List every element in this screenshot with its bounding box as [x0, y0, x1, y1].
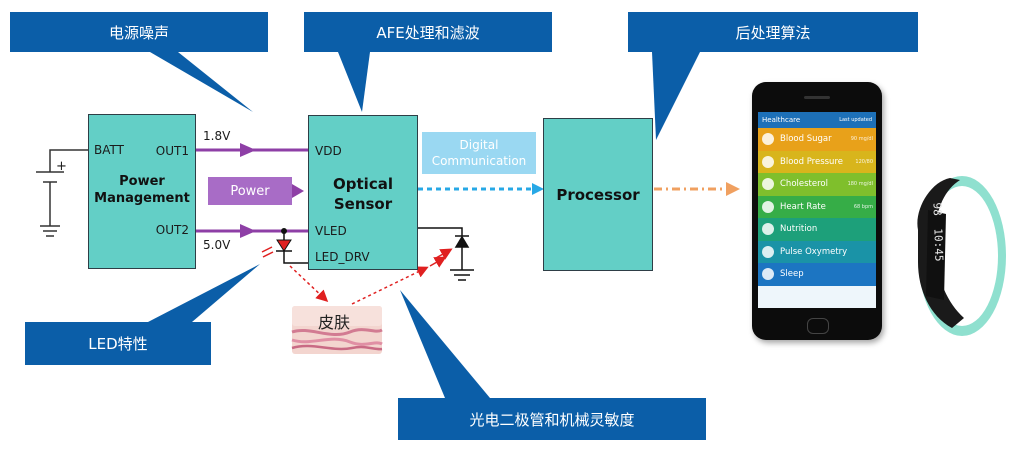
health-item-label: Pulse Oxymetry: [780, 246, 848, 257]
app-header-right: Last updated: [839, 117, 872, 123]
power-tag-arrow: [292, 184, 304, 198]
callout-led: LED特性: [25, 322, 211, 365]
callout-pointer-photodiode: [400, 290, 490, 398]
power-management-title: Power Management: [94, 174, 190, 206]
battery-symbol: [36, 149, 88, 237]
callout-photodiode: 光电二极管和机械灵敏度: [398, 398, 706, 440]
pin-out1: OUT1: [155, 144, 189, 158]
health-row[interactable]: Blood Sugar 90 mg/dl: [758, 128, 876, 151]
phone-screen: Healthcare Last updated Blood Sugar 90 mg…: [758, 112, 876, 308]
app-title: Healthcare: [762, 116, 801, 124]
optical-sensor-block: VDD Optical Sensor VLED LED_DRV: [308, 115, 418, 270]
callout-post-processing: 后处理算法: [628, 12, 918, 52]
led-symbol: [261, 228, 310, 264]
pin-out2: OUT2: [155, 223, 189, 237]
health-item-value: 68 bpm: [853, 203, 873, 210]
health-row[interactable]: Sleep: [758, 263, 876, 286]
callout-pointer-post: [652, 52, 700, 140]
battery-plus-sign: +: [56, 159, 67, 174]
health-item-label: Heart Rate: [780, 201, 826, 212]
callout-power-noise: 电源噪声: [10, 12, 268, 52]
smartphone: Healthcare Last updated Blood Sugar 90 mg…: [752, 82, 882, 340]
callout-pointer-led: [148, 264, 260, 322]
optical-sensor-title: Optical Sensor: [333, 175, 393, 213]
health-row[interactable]: Blood Pressure 120/80: [758, 150, 876, 173]
health-row[interactable]: Cholesterol 180 mg/dl: [758, 173, 876, 196]
app-header: Healthcare Last updated: [758, 112, 876, 128]
callout-pointer-power-noise: [150, 52, 253, 112]
phone-speaker: [804, 96, 830, 99]
label-1v8: 1.8V: [203, 129, 231, 143]
pin-batt: BATT: [94, 143, 124, 157]
health-item-value: 90 mg/dl: [850, 136, 873, 143]
health-item-label: Sleep: [780, 269, 804, 280]
photodiode-symbol: [418, 227, 474, 281]
health-item-icon: [762, 178, 774, 191]
out2-arrow: [240, 224, 256, 238]
health-item-icon: [762, 200, 774, 213]
light-path: [289, 265, 429, 305]
health-item-icon: [762, 223, 774, 236]
health-item-icon: [762, 245, 774, 258]
band-time: 10:45: [931, 228, 946, 262]
health-row[interactable]: Heart Rate 68 bpm: [758, 195, 876, 218]
health-item-label: Blood Sugar: [780, 134, 832, 145]
wristband-image: [917, 176, 1006, 336]
callout-afe: AFE处理和滤波: [304, 12, 552, 52]
digital-communication-tag: Digital Communication: [422, 132, 536, 174]
health-item-icon: [762, 155, 774, 168]
power-management-block: BATT OUT1 Power Management OUT2: [88, 114, 196, 269]
health-row[interactable]: Pulse Oxymetry: [758, 240, 876, 263]
home-button: [807, 318, 829, 334]
health-item-icon: [762, 268, 774, 281]
wristband-display: 98 10:45: [912, 168, 1012, 338]
health-item-value: 120/80: [855, 158, 873, 165]
health-item-label: Nutrition: [780, 224, 818, 235]
digital-arrow-head: [532, 183, 544, 195]
skin-graphic: [291, 306, 383, 354]
band-reading: 98: [930, 202, 944, 216]
out1-arrow: [240, 143, 256, 157]
pin-vled: VLED: [315, 224, 347, 238]
processor-block: Processor: [543, 118, 653, 271]
health-item-icon: [762, 133, 774, 146]
health-row[interactable]: Nutrition: [758, 218, 876, 241]
light-rays-to-photodiode: [429, 248, 453, 268]
health-item-label: Cholesterol: [780, 179, 828, 190]
pin-led-drv: LED_DRV: [315, 250, 370, 264]
label-5v0: 5.0V: [203, 238, 231, 252]
pin-vdd: VDD: [315, 144, 342, 158]
callout-pointer-afe: [338, 52, 370, 112]
processor-title: Processor: [556, 185, 640, 204]
health-item-value: 180 mg/dl: [847, 181, 873, 188]
power-tag: Power: [208, 177, 292, 205]
skin-label: 皮肤: [318, 313, 351, 332]
output-arrow-head: [726, 182, 740, 196]
health-item-label: Blood Pressure: [780, 156, 843, 167]
